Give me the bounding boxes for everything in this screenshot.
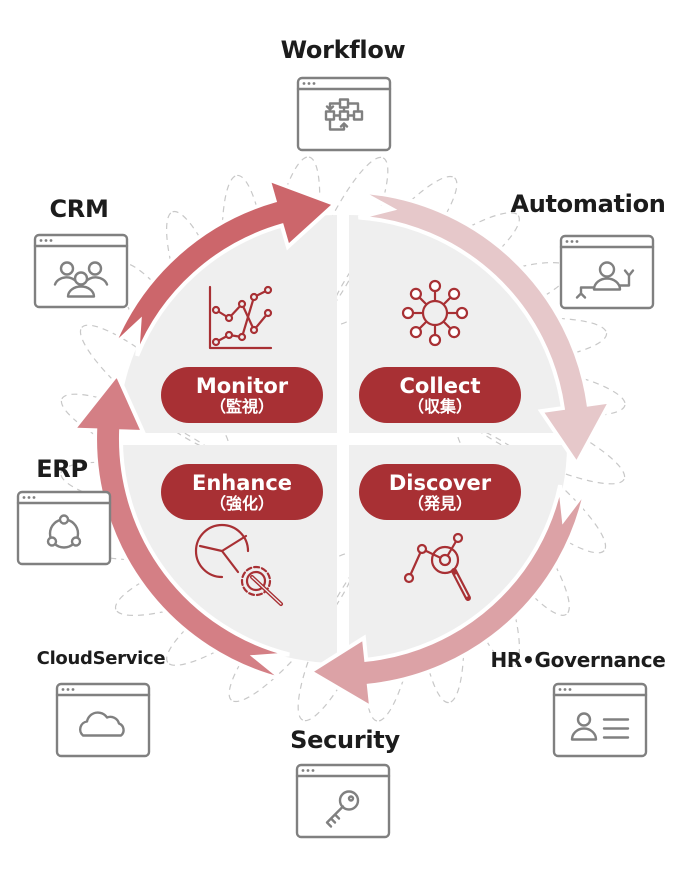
- magnify-network-icon: [403, 532, 471, 601]
- id-card-icon: [570, 712, 630, 741]
- arrow-discover-to-enhance: [306, 484, 588, 712]
- arrow-enhance-to-monitor: [69, 370, 290, 682]
- phase-label-jp-monitor: （監視）: [209, 397, 274, 416]
- phase-label-enhance: Enhance: [191, 471, 293, 495]
- share-triangle-icon: [46, 514, 82, 549]
- arrow-monitor-to-collect: [111, 176, 339, 357]
- system-window-automation: [559, 234, 655, 310]
- system-label-automation: Automation: [510, 190, 666, 218]
- phase-label-monitor: Monitor: [195, 374, 289, 398]
- system-window-workflow: [296, 76, 392, 152]
- system-window-security: [295, 763, 391, 839]
- phase-pill-collect: Collect （収集）: [359, 367, 521, 423]
- flowchart-icon: [324, 98, 364, 131]
- network-hub-icon: [401, 279, 469, 347]
- phase-pill-enhance: Enhance （強化）: [161, 464, 323, 520]
- system-window-crm: [33, 233, 129, 309]
- system-window-erp: [16, 490, 112, 566]
- phase-label-jp-collect: （収集）: [407, 397, 472, 416]
- people-group-icon: [53, 261, 109, 298]
- phase-pill-monitor: Monitor （監視）: [161, 367, 323, 423]
- phase-label-jp-discover: （発見）: [407, 494, 472, 513]
- phase-label-collect: Collect: [399, 374, 481, 398]
- phase-pill-discover: Discover （発見）: [359, 464, 521, 520]
- system-label-security: Security: [290, 726, 400, 754]
- system-window-cloudservice: [55, 682, 151, 758]
- system-label-crm: CRM: [49, 195, 109, 223]
- phase-label-discover: Discover: [388, 471, 492, 495]
- robot-user-icon: [575, 261, 635, 299]
- line-chart-icon: [208, 285, 273, 350]
- arrow-collect-to-discover: [358, 189, 615, 468]
- system-label-hr-governance: HR•Governance: [490, 648, 666, 672]
- pie-chart-gear-icon: [194, 523, 283, 606]
- system-label-cloudservice: CloudService: [36, 648, 166, 669]
- cycle-arrows: [69, 176, 615, 712]
- cloud-icon: [79, 711, 125, 737]
- key-icon: [325, 790, 360, 828]
- system-label-erp: ERP: [36, 455, 88, 483]
- system-window-hr-governance: [552, 682, 648, 758]
- phase-label-jp-enhance: （強化）: [209, 494, 274, 513]
- system-label-workflow: Workflow: [280, 36, 406, 64]
